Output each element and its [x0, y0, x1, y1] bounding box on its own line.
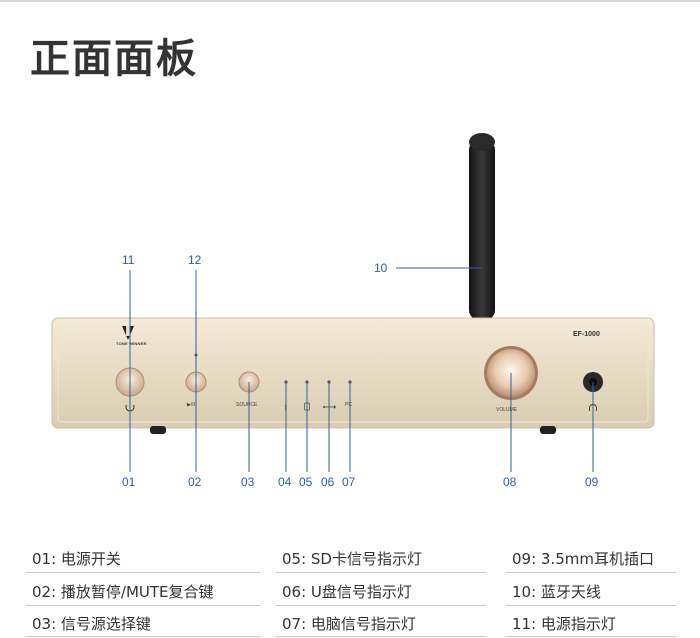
legend-divider: [26, 636, 260, 637]
top-divider: [0, 0, 700, 2]
amplifier-body: [51, 317, 655, 434]
brand-label: TONE WINNER: [116, 341, 147, 346]
brand-logo-icon: [122, 326, 134, 340]
callout-10: 10: [374, 261, 388, 275]
play-pause-label: ▶/II: [187, 402, 196, 408]
legend-divider: [506, 605, 676, 606]
legend-divider: [276, 636, 486, 637]
callout-01: 01: [122, 475, 136, 489]
right-foot: [540, 426, 556, 434]
callout-12: 12: [188, 253, 202, 267]
legend-item: 07: 电脑信号指示灯: [282, 615, 416, 633]
callout-lines: [129, 267, 594, 472]
legend-item: 10: 蓝牙天线: [512, 583, 601, 601]
callout-03: 03: [241, 475, 255, 489]
legend-item: 02: 播放暂停/MUTE复合键: [32, 583, 214, 601]
source-label: SOURCE: [236, 402, 258, 408]
volume-label: VOLUME: [496, 407, 518, 413]
page-title: 正面面板: [30, 36, 198, 82]
bluetooth-antenna: [469, 133, 495, 320]
legend-divider: [276, 572, 486, 573]
legend-item: 01: 电源开关: [32, 550, 121, 568]
model-label: EF-1000: [573, 331, 600, 338]
left-foot: [150, 426, 166, 434]
legend-item: 03: 信号源选择键: [32, 615, 151, 633]
legend-divider: [506, 572, 676, 573]
callout-08: 08: [503, 475, 517, 489]
callout-11: 11: [122, 253, 135, 267]
callout-06: 06: [321, 475, 335, 489]
legend-divider: [276, 605, 486, 606]
callout-02: 02: [188, 475, 202, 489]
pc-label: PC: [345, 402, 352, 408]
legend-item: 11: 电源指示灯: [512, 615, 616, 633]
legend-item: 05: SD卡信号指示灯: [282, 550, 422, 568]
callout-09: 09: [585, 475, 599, 489]
legend-divider: [26, 605, 260, 606]
legend-divider: [26, 572, 260, 573]
legend-item: 09: 3.5mm耳机插口: [512, 550, 654, 568]
legend-divider: [506, 636, 676, 637]
legend-item: 06: U盘信号指示灯: [282, 583, 412, 601]
callout-07: 07: [342, 475, 356, 489]
front-panel-illustration: ᛒ: [51, 133, 655, 472]
callout-04: 04: [278, 475, 292, 489]
callout-05: 05: [299, 475, 313, 489]
